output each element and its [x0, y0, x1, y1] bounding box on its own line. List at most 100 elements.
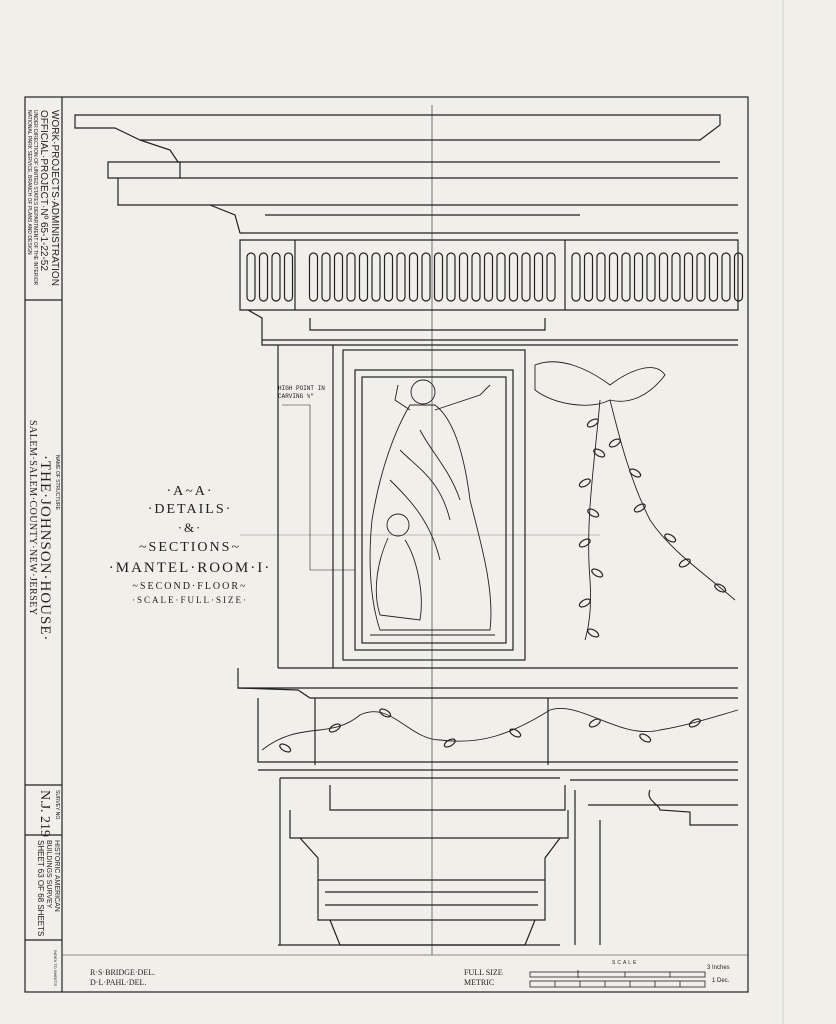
leaf	[443, 738, 456, 748]
garland-leaves	[279, 418, 727, 753]
scale-metric: METRIC	[464, 978, 495, 987]
structure-location: SALEM·SALEM·COUNTY·NEW·JERSEY	[27, 420, 38, 616]
structure-name: ·THE·JOHNSON·HOUSE·	[37, 455, 53, 642]
dentil	[421, 252, 431, 302]
survey-org: HISTORIC AMERICAN BUILDINGS SURVEY SHEET…	[36, 840, 60, 936]
leaf	[279, 743, 292, 753]
leaf	[664, 533, 677, 543]
leaf	[587, 628, 600, 638]
leaf	[639, 733, 652, 743]
sheet-border	[24, 96, 749, 993]
dentil	[708, 252, 719, 302]
survey-number: N.J. 219	[37, 790, 52, 838]
leaf	[578, 598, 591, 608]
dentil	[321, 252, 331, 302]
title-details: ·DETAILS·	[147, 502, 233, 517]
survey-label: SURVEY NO.	[54, 790, 60, 821]
dentil	[383, 252, 394, 302]
title-section-mark: ·A~A·	[166, 484, 214, 499]
leaf	[328, 723, 341, 733]
dentil	[633, 252, 644, 302]
leaf	[633, 503, 646, 513]
leaf	[688, 718, 701, 728]
dentil	[358, 252, 369, 302]
dentil	[696, 252, 706, 302]
title-scale: ·SCALE·FULL·SIZE·	[132, 595, 248, 605]
dentil	[508, 252, 519, 302]
dentil	[408, 252, 419, 302]
dentil	[733, 252, 744, 302]
dentil	[496, 252, 506, 302]
dentil-band	[239, 239, 739, 311]
dentil	[521, 252, 531, 302]
leaf	[591, 568, 604, 578]
leaf	[629, 468, 642, 478]
dentil	[646, 252, 656, 302]
index-note: INDEX TO SHEETS	[53, 950, 58, 986]
leaf	[593, 448, 606, 458]
project-agency: UNDER DIRECTION OF UNITED STATES DEPARTM…	[32, 110, 38, 286]
ribbon-garland	[534, 361, 736, 641]
dentil-ovals	[246, 252, 744, 302]
carving-annotation: HIGH POINT IN CARVING ¾"	[278, 385, 325, 400]
leaf	[714, 583, 727, 593]
leaf	[586, 418, 599, 428]
dentil	[246, 252, 256, 302]
cornice	[74, 114, 739, 346]
dentil	[571, 252, 581, 302]
dentil	[583, 252, 594, 302]
dentil	[483, 252, 494, 302]
dentil	[671, 252, 681, 302]
dentil	[446, 252, 456, 302]
leaf	[608, 438, 621, 448]
dentil	[433, 252, 444, 302]
leaf	[509, 728, 522, 738]
dentil	[271, 252, 281, 302]
dentil	[308, 252, 319, 302]
survey-org-line2: BUILDINGS SURVEY	[45, 840, 52, 909]
dentil	[458, 252, 469, 302]
scale-full-size: FULL SIZE	[464, 968, 503, 977]
project-number: OFFICIAL·PROJECT·Nº 65-1-22-52	[38, 110, 49, 271]
leaf	[587, 508, 600, 518]
leaf	[578, 478, 591, 488]
dentil	[546, 252, 556, 302]
dentil	[371, 252, 381, 302]
leaf	[379, 708, 392, 718]
title-sections: ~SECTIONS~	[138, 540, 242, 555]
survey-org-line1: HISTORIC AMERICAN	[53, 840, 60, 912]
delineator-2: D·L·PAHL·DEL.	[90, 978, 147, 987]
leaf	[588, 718, 601, 728]
dentil	[608, 252, 619, 302]
project-line: WORK·PROJECTS·ADMINISTRATION	[49, 110, 60, 286]
dentil	[283, 252, 294, 302]
leaf	[578, 538, 591, 548]
scale-dec: 1 Dec.	[712, 978, 730, 984]
dentil	[396, 252, 406, 302]
dentil	[533, 252, 544, 302]
leaf	[678, 558, 691, 568]
carved-figure	[369, 379, 495, 636]
vine-frieze	[261, 708, 739, 751]
title-mantel-room: ·MANTEL·ROOM·I·	[108, 560, 272, 576]
pilaster	[237, 345, 738, 946]
carved-panel	[354, 369, 514, 651]
dentil	[658, 252, 669, 302]
dentil	[596, 252, 606, 302]
scale-bar	[529, 970, 706, 988]
dentil	[721, 252, 731, 302]
dentil	[258, 252, 269, 302]
dentil	[333, 252, 344, 302]
dentil	[621, 252, 631, 302]
dentil	[471, 252, 481, 302]
title-floor: ~SECOND·FLOOR~	[132, 581, 248, 592]
scale-inches: 3 Inches	[707, 965, 730, 971]
title-ampersand: ·&·	[177, 520, 203, 535]
dentil	[683, 252, 694, 302]
sheet-number: SHEET 63 OF 68 SHEETS	[36, 840, 45, 937]
project-block: WORK·PROJECTS·ADMINISTRATION OFFICIAL·PR…	[26, 110, 60, 286]
scale-label: SCALE	[612, 960, 639, 966]
name-label: NAME OF STRUCTURE	[54, 455, 60, 510]
delineator-1: R·S·BRIDGE·DEL.	[90, 968, 156, 977]
